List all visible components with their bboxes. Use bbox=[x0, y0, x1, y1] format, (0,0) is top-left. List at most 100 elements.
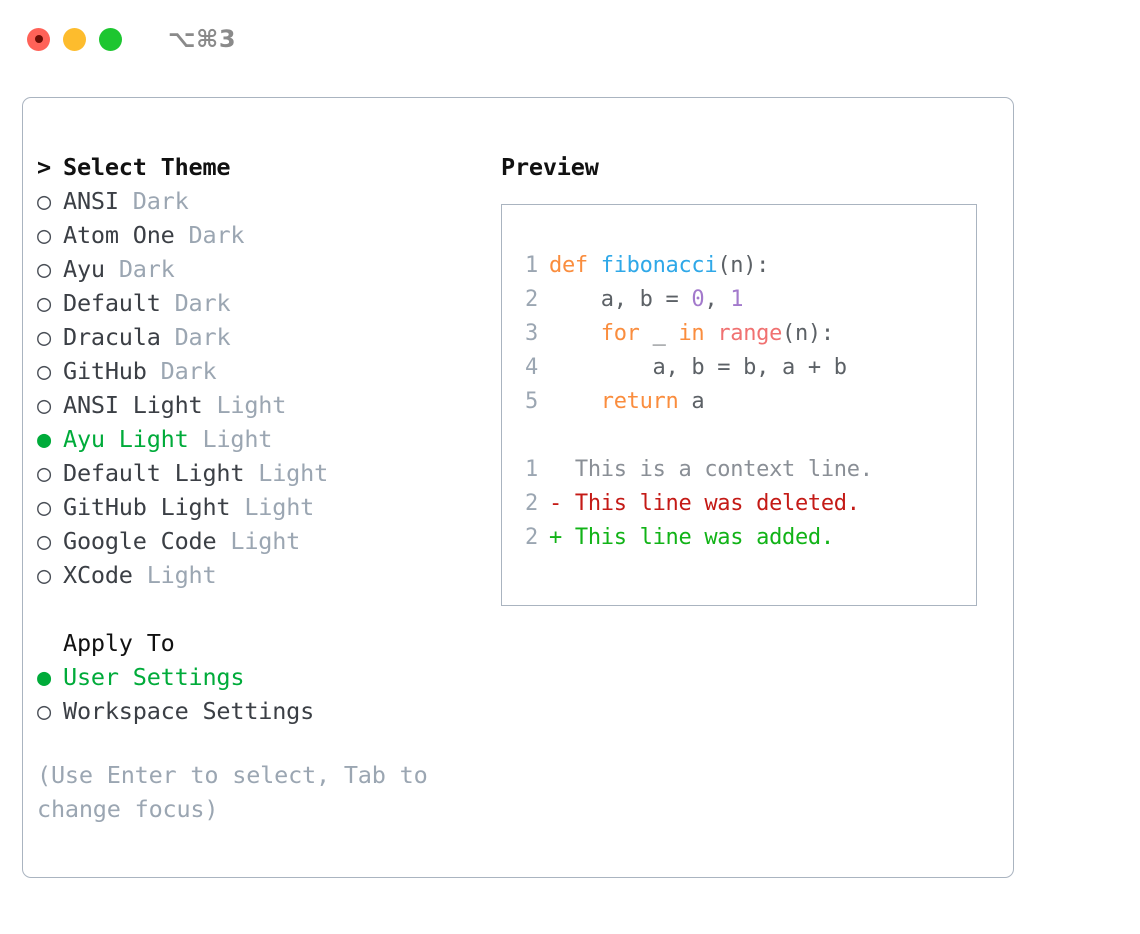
columns: >Select Theme ○ ANSI Dark ○ Atom One Dark ○ A… bbox=[23, 98, 1013, 877]
code-token-plain: (n): bbox=[717, 253, 770, 278]
diff-line: 2- This line was deleted. bbox=[516, 487, 873, 521]
apply-to-heading: Apply To bbox=[37, 626, 497, 660]
apply-option-label: Workspace Settings bbox=[63, 697, 315, 725]
apply-to-marker bbox=[37, 626, 63, 660]
code-token-kw: for bbox=[600, 321, 640, 346]
code-token-plain: , bbox=[704, 287, 731, 312]
code-line: 3 for _ in range(n): bbox=[516, 317, 873, 351]
label-tag-gap bbox=[161, 289, 175, 317]
label-tag-gap bbox=[202, 391, 216, 419]
label-tag-gap bbox=[230, 493, 244, 521]
radio-unselected-icon: ○ bbox=[37, 391, 51, 419]
theme-option-google-code[interactable]: ○Google Code Light bbox=[37, 524, 497, 558]
radio-unselected-icon: ○ bbox=[37, 323, 51, 351]
theme-option-label: GitHub Light bbox=[63, 493, 231, 521]
theme-option-label: ANSI bbox=[63, 187, 119, 215]
diff-text: This is a context line. bbox=[561, 457, 873, 482]
theme-option-dracula[interactable]: ○Dracula Dark bbox=[37, 320, 497, 354]
radio-unselected-icon: ○ bbox=[37, 221, 51, 249]
content-frame: >Select Theme ○ ANSI Dark ○ Atom One Dark ○ A… bbox=[22, 97, 1014, 878]
theme-variant-tag: Dark bbox=[174, 323, 231, 351]
section-spacer bbox=[37, 592, 497, 626]
label-tag-gap bbox=[244, 459, 258, 487]
line-number: 3 bbox=[525, 321, 538, 346]
code-token-plain: a bbox=[678, 389, 705, 414]
theme-option-ayu-light[interactable]: ●Ayu Light Light bbox=[37, 422, 497, 456]
radio-selected-icon: ● bbox=[37, 425, 51, 453]
code-token-kw: def bbox=[549, 253, 588, 278]
theme-option-github-light[interactable]: ○GitHub Light Light bbox=[37, 490, 497, 524]
code-token-plain: _ bbox=[639, 321, 679, 346]
label-tag-gap bbox=[189, 425, 203, 453]
radio-unselected-icon: ○ bbox=[37, 357, 51, 385]
apply-to-title: Apply To bbox=[63, 629, 175, 657]
code-token-plain bbox=[588, 253, 601, 278]
apply-option-user-settings[interactable]: ●User Settings bbox=[37, 660, 497, 694]
theme-option-label: Default Light bbox=[63, 459, 245, 487]
zoom-button[interactable] bbox=[99, 27, 122, 51]
diff-text: This line was added. bbox=[561, 525, 834, 550]
label-tag-gap bbox=[147, 357, 161, 385]
theme-variant-tag: Dark bbox=[188, 221, 245, 249]
code-token-kw: in bbox=[678, 321, 705, 346]
code-token-plain bbox=[549, 321, 601, 346]
theme-option-label: XCode bbox=[63, 561, 133, 589]
close-button[interactable] bbox=[27, 27, 50, 51]
theme-option-label: Google Code bbox=[63, 527, 217, 555]
theme-variant-tag: Dark bbox=[118, 255, 175, 283]
apply-option-workspace-settings[interactable]: ○ Workspace Settings bbox=[37, 694, 497, 728]
code-token-plain bbox=[704, 321, 717, 346]
theme-option-label: Ayu bbox=[63, 255, 105, 283]
theme-option-xcode[interactable]: ○ XCode Light bbox=[37, 558, 497, 592]
keyboard-hint-text: (Use Enter to select, Tab to change focu… bbox=[37, 761, 428, 823]
radio-unselected-icon: ○ bbox=[37, 289, 51, 317]
theme-variant-tag: Dark bbox=[160, 357, 217, 385]
theme-option-github[interactable]: ○GitHub Dark bbox=[37, 354, 497, 388]
theme-option-label: ANSI Light bbox=[63, 391, 203, 419]
theme-option-atom-one[interactable]: ○ Atom One Dark bbox=[37, 218, 497, 252]
cursor-marker-icon: > bbox=[37, 153, 51, 181]
radio-unselected-icon: ○ bbox=[37, 493, 51, 521]
theme-variant-tag: Light bbox=[258, 459, 329, 487]
label-tag-gap bbox=[161, 323, 175, 351]
code-token-num: 1 bbox=[730, 287, 744, 312]
radio-unselected-icon: ○ bbox=[37, 255, 51, 283]
theme-option-label: Atom One bbox=[63, 221, 175, 249]
theme-variant-tag: Light bbox=[146, 561, 217, 589]
diff-line: 2 + This line was added. bbox=[516, 521, 873, 555]
diff-marker: - bbox=[549, 491, 562, 516]
select-theme-heading: >Select Theme bbox=[37, 150, 497, 184]
diff-marker bbox=[549, 457, 562, 482]
theme-option-ansi[interactable]: ○ ANSI Dark bbox=[37, 184, 497, 218]
line-number: 2 bbox=[525, 525, 538, 550]
radio-unselected-icon: ○ bbox=[37, 697, 51, 725]
code-token-kw: return bbox=[600, 389, 679, 414]
theme-option-ansi-light[interactable]: ○ANSI Light Light bbox=[37, 388, 497, 422]
window-controls bbox=[27, 27, 122, 51]
diff-marker: + bbox=[549, 525, 562, 550]
label-tag-gap bbox=[105, 255, 119, 283]
apply-option-label: User Settings bbox=[63, 663, 245, 691]
code-line: 5 return a bbox=[516, 385, 873, 419]
theme-option-default[interactable]: ○Default Dark bbox=[37, 286, 497, 320]
theme-variant-tag: Dark bbox=[132, 187, 189, 215]
label-tag-gap bbox=[133, 561, 147, 589]
keyboard-shortcut-label: ⌥⌘3 bbox=[168, 25, 237, 53]
radio-unselected-icon: ○ bbox=[37, 527, 51, 555]
minimize-button[interactable] bbox=[63, 27, 86, 51]
label-tag-gap bbox=[119, 187, 133, 215]
line-number: 4 bbox=[525, 355, 538, 380]
line-number: 2 bbox=[525, 491, 538, 516]
theme-option-label: Ayu Light bbox=[63, 425, 189, 453]
radio-unselected-icon: ○ bbox=[37, 561, 51, 589]
line-number: 1 bbox=[525, 253, 538, 278]
diff-text: This line was deleted. bbox=[561, 491, 860, 516]
theme-option-ayu[interactable]: ○ Ayu Dark bbox=[37, 252, 497, 286]
radio-unselected-icon: ○ bbox=[37, 187, 51, 215]
theme-option-default-light[interactable]: ○Default Light Light bbox=[37, 456, 497, 490]
